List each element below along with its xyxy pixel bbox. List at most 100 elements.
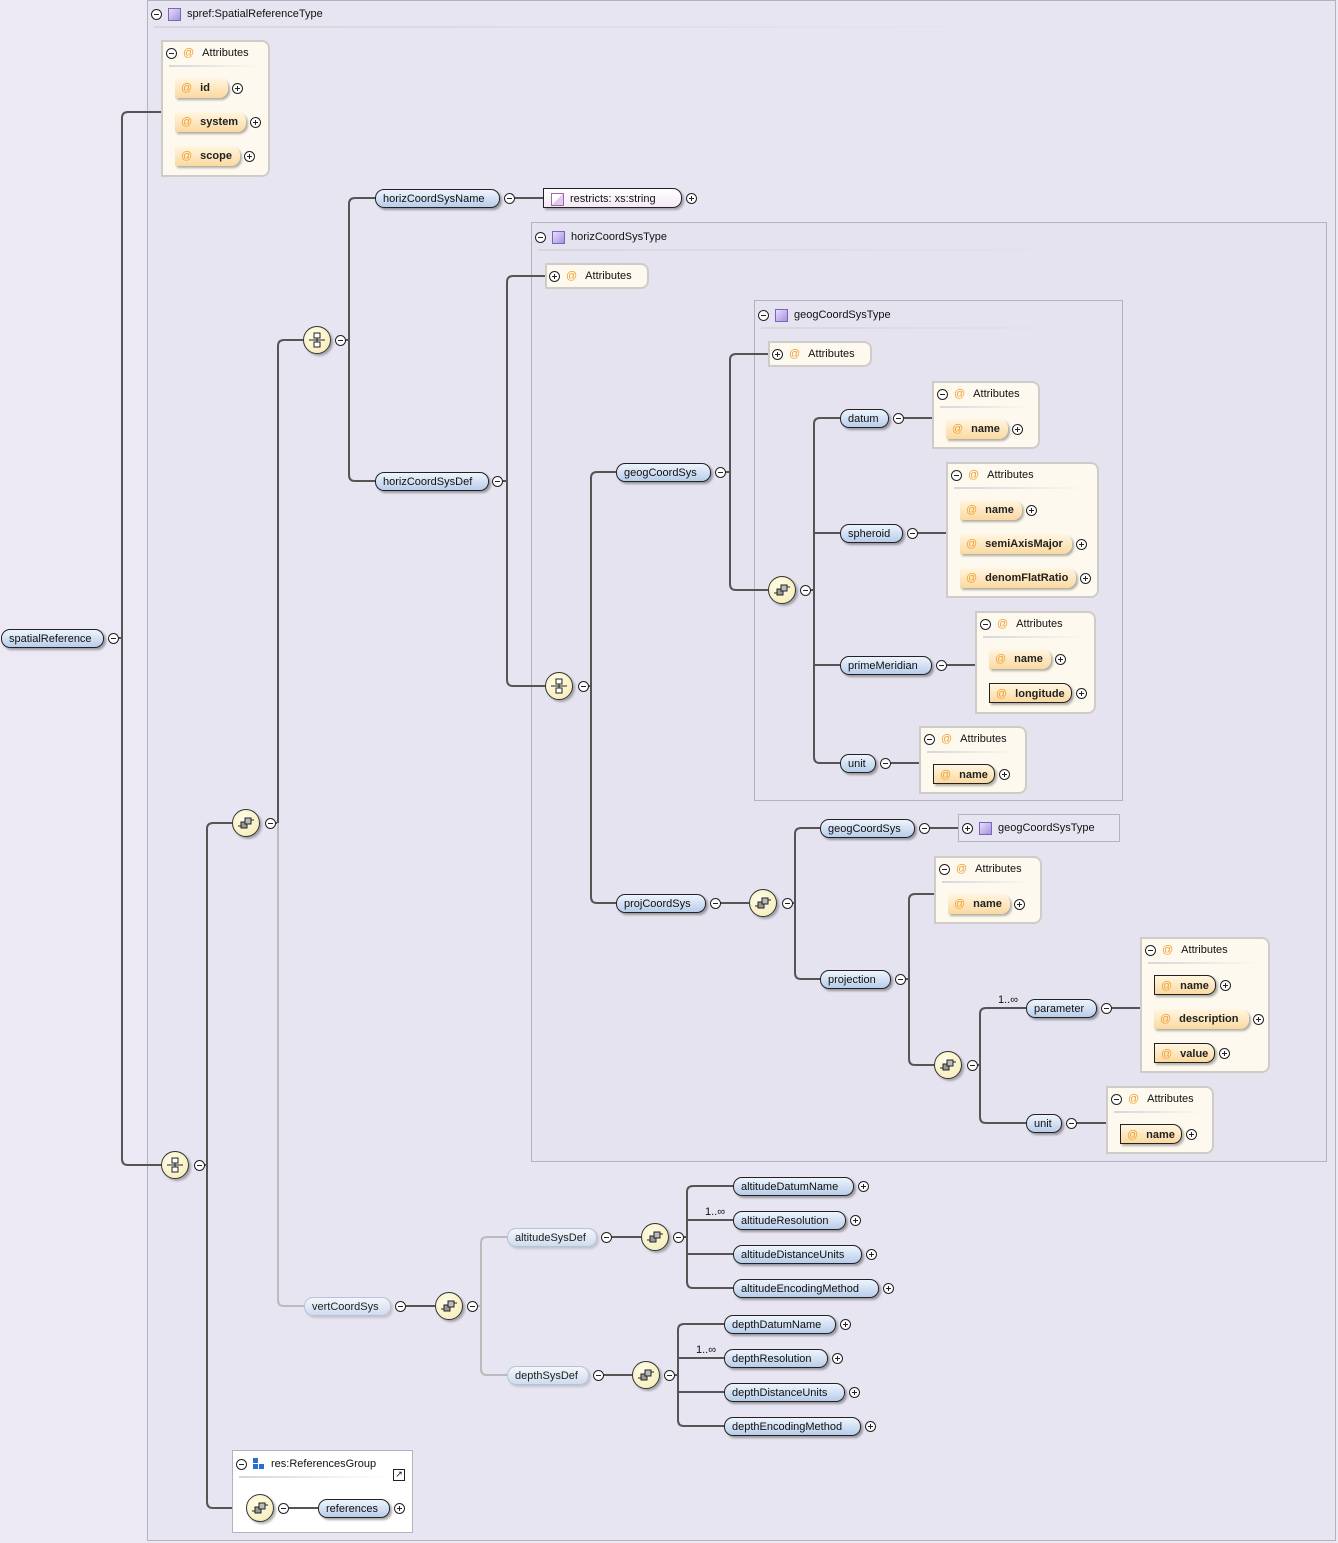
expand-icon[interactable] xyxy=(549,270,560,282)
element-node[interactable]: spheroid xyxy=(840,524,903,543)
expand-icon[interactable] xyxy=(232,83,243,94)
collapse-icon[interactable] xyxy=(967,1060,978,1071)
collapse-icon[interactable] xyxy=(893,413,904,424)
sequence-compositor[interactable] xyxy=(934,1051,962,1079)
spatial-reference-root[interactable]: spatialReference xyxy=(1,629,104,648)
attribute-node[interactable]: @longitude xyxy=(989,683,1072,703)
sequence-compositor[interactable] xyxy=(749,889,777,917)
collapse-icon[interactable] xyxy=(265,818,276,829)
expand-icon[interactable] xyxy=(394,1503,405,1514)
vert-coord-sys[interactable]: vertCoordSys xyxy=(304,1297,391,1316)
horiz-coord-sys-name[interactable]: horizCoordSysName xyxy=(375,189,500,208)
collapse-icon[interactable] xyxy=(758,309,769,321)
collapse-icon[interactable] xyxy=(673,1232,684,1243)
collapse-icon[interactable] xyxy=(578,681,589,692)
collapse-icon[interactable] xyxy=(937,388,948,400)
element-node[interactable]: depthEncodingMethod xyxy=(724,1417,861,1436)
attribute-node[interactable]: @name xyxy=(1120,1124,1182,1144)
element-node[interactable]: datum xyxy=(840,409,889,428)
sequence-compositor[interactable] xyxy=(641,1223,669,1251)
collapse-icon[interactable] xyxy=(467,1301,478,1312)
attribute-node[interactable]: @name xyxy=(946,419,1008,439)
expand-icon[interactable] xyxy=(865,1421,876,1432)
attribute-node[interactable]: @value xyxy=(1154,1043,1215,1063)
collapse-icon[interactable] xyxy=(395,1301,406,1312)
go-to-definition-icon[interactable]: ↗ xyxy=(393,1469,405,1481)
sequence-compositor[interactable] xyxy=(435,1292,463,1320)
collapse-icon[interactable] xyxy=(715,467,726,478)
collapse-icon[interactable] xyxy=(895,974,906,985)
sequence-compositor[interactable] xyxy=(768,576,796,604)
collapse-icon[interactable] xyxy=(907,528,918,539)
choice-compositor[interactable] xyxy=(161,1151,189,1179)
element-node[interactable]: projection xyxy=(820,970,891,989)
collapse-icon[interactable] xyxy=(880,758,891,769)
collapse-icon[interactable] xyxy=(166,47,177,59)
expand-icon[interactable] xyxy=(962,822,973,834)
collapse-icon[interactable] xyxy=(800,585,811,596)
collapse-icon[interactable] xyxy=(1101,1003,1112,1014)
element-node[interactable]: unit xyxy=(1026,1114,1062,1133)
choice-compositor[interactable] xyxy=(545,672,573,700)
element-node[interactable]: altitudeDatumName xyxy=(733,1177,854,1196)
attribute-node[interactable]: @description xyxy=(1154,1009,1249,1029)
collapse-icon[interactable] xyxy=(236,1458,247,1470)
collapse-icon[interactable] xyxy=(924,733,935,745)
collapse-icon[interactable] xyxy=(535,231,546,243)
element-node[interactable]: parameter xyxy=(1026,999,1097,1018)
expand-icon[interactable] xyxy=(250,117,261,128)
collapse-icon[interactable] xyxy=(108,633,119,644)
collapse-icon[interactable] xyxy=(151,8,162,20)
attribute-node[interactable]: @denomFlatRatio xyxy=(960,568,1076,588)
depth-sys-def[interactable]: depthSysDef xyxy=(507,1366,589,1385)
collapse-icon[interactable] xyxy=(194,1160,205,1171)
collapse-icon[interactable] xyxy=(1111,1093,1122,1105)
expand-icon[interactable] xyxy=(832,1353,843,1364)
altitude-sys-def[interactable]: altitudeSysDef xyxy=(507,1228,597,1247)
expand-icon[interactable] xyxy=(999,769,1010,780)
attribute-node[interactable]: @id xyxy=(175,78,228,98)
references[interactable]: references xyxy=(318,1499,390,1518)
expand-icon[interactable] xyxy=(1014,899,1025,910)
collapse-icon[interactable] xyxy=(278,1503,289,1514)
attribute-node[interactable]: @name xyxy=(948,894,1010,914)
collapse-icon[interactable] xyxy=(710,898,721,909)
expand-icon[interactable] xyxy=(1012,424,1023,435)
element-node[interactable]: depthDatumName xyxy=(724,1315,836,1334)
expand-icon[interactable] xyxy=(244,151,255,162)
proj-coord-sys[interactable]: projCoordSys xyxy=(616,894,706,913)
attribute-node[interactable]: @name xyxy=(1154,975,1216,995)
collapse-icon[interactable] xyxy=(936,660,947,671)
collapse-icon[interactable] xyxy=(335,335,346,346)
attribute-node[interactable]: @scope xyxy=(175,146,240,166)
element-node[interactable]: altitudeResolution xyxy=(733,1211,846,1230)
attribute-node[interactable]: @name xyxy=(933,764,995,784)
geog-coord-sys[interactable]: geogCoordSys xyxy=(616,463,711,482)
expand-icon[interactable] xyxy=(1219,1048,1230,1059)
collapse-icon[interactable] xyxy=(1066,1118,1077,1129)
element-node[interactable]: altitudeEncodingMethod xyxy=(733,1279,879,1298)
expand-icon[interactable] xyxy=(866,1249,877,1260)
expand-icon[interactable] xyxy=(1080,573,1091,584)
element-node[interactable]: altitudeDistanceUnits xyxy=(733,1245,862,1264)
collapse-icon[interactable] xyxy=(951,469,962,481)
collapse-icon[interactable] xyxy=(492,476,503,487)
attribute-node[interactable]: @name xyxy=(960,500,1022,520)
element-node[interactable]: depthDistanceUnits xyxy=(724,1383,845,1402)
expand-icon[interactable] xyxy=(772,348,783,360)
restriction-facet[interactable]: restricts: xs:string xyxy=(543,188,682,208)
expand-icon[interactable] xyxy=(850,1215,861,1226)
collapse-icon[interactable] xyxy=(1145,944,1156,956)
expand-icon[interactable] xyxy=(1076,688,1087,699)
element-node[interactable]: unit xyxy=(840,754,876,773)
collapse-icon[interactable] xyxy=(504,193,515,204)
expand-icon[interactable] xyxy=(1253,1014,1264,1025)
expand-icon[interactable] xyxy=(1220,980,1231,991)
collapse-icon[interactable] xyxy=(980,618,991,630)
collapse-icon[interactable] xyxy=(601,1232,612,1243)
horiz-coord-sys-def[interactable]: horizCoordSysDef xyxy=(375,472,489,491)
collapse-icon[interactable] xyxy=(939,863,950,875)
expand-icon[interactable] xyxy=(1076,539,1087,550)
collapse-icon[interactable] xyxy=(593,1370,604,1381)
expand-icon[interactable] xyxy=(883,1283,894,1294)
